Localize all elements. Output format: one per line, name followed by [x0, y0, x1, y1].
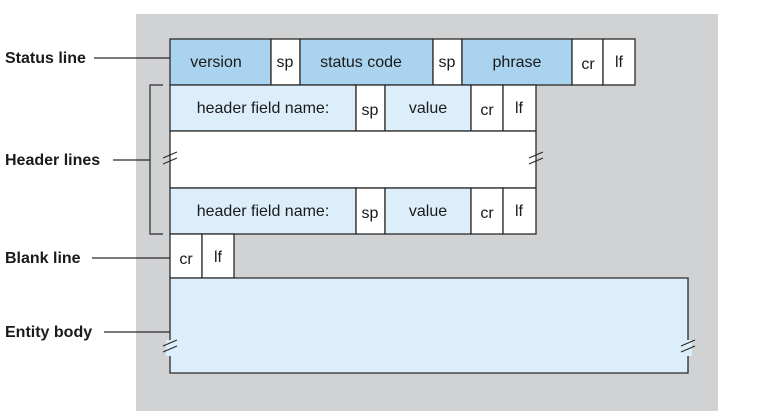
phrase-text: phrase: [493, 54, 542, 71]
blank-lf-cell: [201, 233, 235, 279]
break-mark-header-right: [528, 151, 544, 165]
header-lines-gap: [169, 130, 537, 189]
break-mark-header-left: [162, 151, 178, 165]
header-lf-text-1: lf: [515, 100, 524, 117]
header-value-cell-2: [384, 187, 472, 235]
header-lines-bracket: [149, 84, 163, 235]
header-name-text-1: header field name:: [197, 100, 330, 117]
header-sp-text-1: sp: [362, 102, 379, 119]
sp-text-2: sp: [439, 54, 456, 71]
entity-body: [162, 277, 696, 374]
header-cr-cell-2: [470, 187, 504, 235]
blank-lf-text: lf: [214, 249, 223, 266]
break-gap-right: [684, 340, 692, 356]
header-cr-text-1: cr: [480, 102, 494, 119]
header-value-text-1: value: [409, 100, 447, 117]
sp-cell-1: [270, 38, 301, 86]
lf-text: lf: [615, 54, 624, 71]
version-cell: [169, 38, 272, 86]
header-lf-text-2: lf: [515, 203, 524, 220]
status-line-label: Status line: [5, 50, 86, 67]
status-code-text: status code: [320, 54, 402, 71]
header-line-2: header field name: sp value cr lf: [169, 187, 537, 235]
header-name-cell-2: [169, 187, 357, 235]
cr-text: cr: [581, 56, 595, 73]
blank-line-label: Blank line: [5, 250, 81, 267]
cr-cell: [571, 38, 604, 86]
header-value-cell-1: [384, 84, 472, 132]
header-lf-cell-1: [502, 84, 537, 132]
header-name-cell-1: [169, 84, 357, 132]
version-text: version: [190, 54, 242, 71]
header-cr-text-2: cr: [480, 205, 494, 222]
lf-cell: [602, 38, 636, 86]
break-mark-body-left: [162, 339, 178, 353]
break-mark-body-right: [680, 339, 696, 353]
header-lf-cell-2: [502, 187, 537, 235]
header-value-text-2: value: [409, 203, 447, 220]
blank-line: cr lf: [169, 233, 235, 279]
header-name-text-2: header field name:: [197, 203, 330, 220]
header-sp-cell-2: [355, 187, 386, 235]
entity-body-box: [169, 277, 689, 374]
entity-body-label: Entity body: [5, 324, 92, 341]
header-line-1: header field name: sp value cr lf: [169, 84, 537, 132]
status-code-cell: [299, 38, 434, 86]
header-lines-label: Header lines: [5, 152, 100, 169]
blank-cr-text: cr: [179, 251, 193, 268]
header-sp-text-2: sp: [362, 205, 379, 222]
sp-text-1: sp: [277, 54, 294, 71]
break-gap-left: [166, 340, 174, 356]
status-line: version sp status code sp phrase cr lf: [169, 38, 636, 86]
